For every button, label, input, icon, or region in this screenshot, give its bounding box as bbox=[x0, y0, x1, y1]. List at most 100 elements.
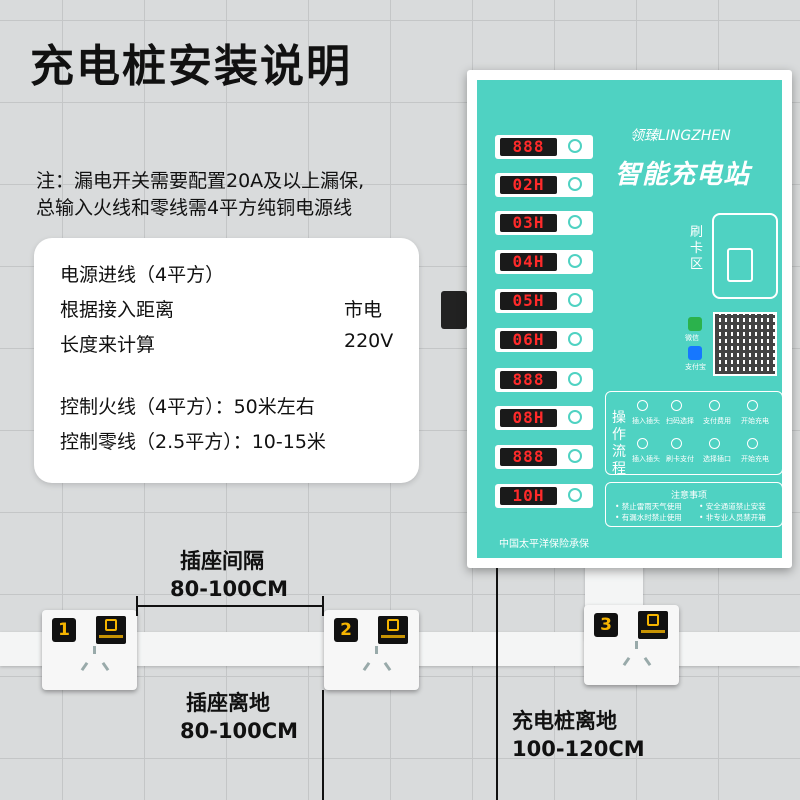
note-line-2: 总输入火线和零线需4平方纯铜电源线 bbox=[36, 197, 353, 219]
step-2-2: 刷卡支付 bbox=[666, 455, 694, 463]
wall-mount-bracket bbox=[441, 291, 467, 329]
card-icon bbox=[671, 438, 682, 449]
display-10: 10H bbox=[500, 487, 557, 505]
display-7: 888 bbox=[500, 371, 557, 389]
notice-line-1: • 禁止雷雨天气使用 bbox=[615, 502, 682, 511]
charger-panel: 领臻LINGZHEN 智能充电站 888 02H 03H 04H 05H 06H… bbox=[477, 80, 783, 558]
display-5: 05H bbox=[500, 292, 557, 310]
slot-knob-icon bbox=[568, 332, 582, 346]
slot-knob-icon bbox=[568, 215, 582, 229]
outlet-holes-icon bbox=[362, 646, 392, 680]
wiring-info-box: 电源进线（4平方） 根据接入距离 市电 长度来计算 220V 控制火线（4平方）… bbox=[34, 238, 419, 483]
plug-icon bbox=[637, 438, 648, 449]
install-note: 注：漏电开关需要配置20A及以上漏保, 总输入火线和零线需4平方纯铜电源线 bbox=[36, 168, 364, 222]
charger-height-value: 100-120CM bbox=[512, 737, 645, 761]
qr-code bbox=[713, 312, 777, 376]
display-8: 08H bbox=[500, 409, 557, 427]
socket-2: 2 bbox=[324, 610, 419, 690]
slot-knob-icon bbox=[568, 139, 582, 153]
outlet-slot-2: 02H bbox=[495, 173, 593, 197]
step-2-3: 选择插口 bbox=[703, 455, 731, 463]
socket-height-line bbox=[322, 690, 324, 800]
station-name: 智能充电站 bbox=[615, 160, 751, 190]
socket-height-title: 插座离地 bbox=[186, 691, 270, 715]
step-1-3: 支付费用 bbox=[703, 417, 731, 425]
slot-knob-icon bbox=[568, 372, 582, 386]
card-tap-icon bbox=[727, 248, 753, 282]
brand-logo-text: 领臻LINGZHEN bbox=[630, 128, 731, 144]
operation-label: 操作流程 bbox=[612, 410, 626, 477]
info-line-4: 控制火线（4平方）：50米左右 bbox=[60, 396, 315, 418]
pay-icon bbox=[709, 400, 720, 411]
alipay-label: 支付宝 bbox=[685, 363, 706, 371]
alipay-icon bbox=[688, 346, 702, 360]
socket-logo-icon bbox=[378, 616, 408, 644]
display-9: 888 bbox=[500, 448, 557, 466]
outlet-slot-5: 05H bbox=[495, 289, 593, 313]
display-1: 888 bbox=[500, 138, 557, 156]
slot-knob-icon bbox=[568, 293, 582, 307]
info-line-1: 电源进线（4平方） bbox=[60, 264, 225, 286]
socket-number: 2 bbox=[334, 618, 358, 642]
page-title: 充电桩安装说明 bbox=[30, 41, 352, 92]
step-1-1: 插入插头 bbox=[632, 417, 660, 425]
step-1-4: 开始充电 bbox=[741, 417, 769, 425]
outlet-slot-4: 04H bbox=[495, 250, 593, 274]
operation-flow-box bbox=[605, 391, 783, 475]
plug-icon bbox=[637, 400, 648, 411]
socket-logo-icon bbox=[96, 616, 126, 644]
charge-icon bbox=[747, 400, 758, 411]
spacing-value: 80-100CM bbox=[170, 577, 289, 601]
outlet-slot-1: 888 bbox=[495, 135, 593, 159]
notice-box bbox=[605, 482, 783, 527]
outlet-slot-7: 888 bbox=[495, 368, 593, 392]
display-3: 03H bbox=[500, 214, 557, 232]
step-1-2: 扫码选择 bbox=[666, 417, 694, 425]
info-line-3-right: 220V bbox=[344, 330, 394, 352]
outlet-holes-icon bbox=[622, 641, 652, 675]
wechat-icon bbox=[688, 317, 702, 331]
outlet-slot-9: 888 bbox=[495, 445, 593, 469]
note-line-1: 注：漏电开关需要配置20A及以上漏保, bbox=[36, 170, 365, 192]
notice-title: 注意事项 bbox=[671, 491, 708, 501]
outlet-slot-8: 08H bbox=[495, 406, 593, 430]
socket-number: 3 bbox=[594, 613, 618, 637]
notice-line-2: • 安全通道禁止安装 bbox=[699, 502, 766, 511]
charging-station: 领臻LINGZHEN 智能充电站 888 02H 03H 04H 05H 06H… bbox=[467, 70, 792, 568]
socket-height-value: 80-100CM bbox=[180, 719, 299, 743]
insurance-text: 中国太平洋保险承保 bbox=[499, 539, 589, 550]
notice-line-4: • 非专业人员禁开箱 bbox=[699, 513, 766, 522]
slot-knob-icon bbox=[568, 410, 582, 424]
slot-knob-icon bbox=[568, 488, 582, 502]
socket-3: 3 bbox=[584, 605, 679, 685]
step-2-1: 插入插头 bbox=[632, 455, 660, 463]
charger-height-line bbox=[496, 568, 498, 800]
card-reader-zone bbox=[712, 213, 778, 299]
outlet-holes-icon bbox=[80, 646, 110, 680]
slot-knob-icon bbox=[568, 254, 582, 268]
spacing-title: 插座间隔 bbox=[180, 549, 264, 573]
socket-number: 1 bbox=[52, 618, 76, 642]
outlet-slot-3: 03H bbox=[495, 211, 593, 235]
display-4: 04H bbox=[500, 253, 557, 271]
notice-line-3: • 有漏水时禁止使用 bbox=[615, 513, 682, 522]
spacing-dimension-line bbox=[136, 605, 324, 607]
hand-icon bbox=[709, 438, 720, 449]
slot-knob-icon bbox=[568, 177, 582, 191]
info-line-2-right: 市电 bbox=[344, 299, 383, 321]
display-2: 02H bbox=[500, 176, 557, 194]
scan-icon bbox=[671, 400, 682, 411]
socket-logo-icon bbox=[638, 611, 668, 639]
wechat-label: 微信 bbox=[685, 334, 699, 342]
charger-height-title: 充电桩离地 bbox=[512, 709, 617, 733]
card-zone-label: 刷卡区 bbox=[690, 225, 704, 272]
display-6: 06H bbox=[500, 331, 557, 349]
info-line-3-left: 长度来计算 bbox=[60, 334, 156, 356]
info-line-5: 控制零线（2.5平方）：10-15米 bbox=[60, 431, 326, 453]
slot-knob-icon bbox=[568, 449, 582, 463]
socket-1: 1 bbox=[42, 610, 137, 690]
info-line-2-left: 根据接入距离 bbox=[60, 299, 175, 321]
outlet-slot-10: 10H bbox=[495, 484, 593, 508]
outlet-slot-6: 06H bbox=[495, 328, 593, 352]
step-2-4: 开始充电 bbox=[741, 455, 769, 463]
